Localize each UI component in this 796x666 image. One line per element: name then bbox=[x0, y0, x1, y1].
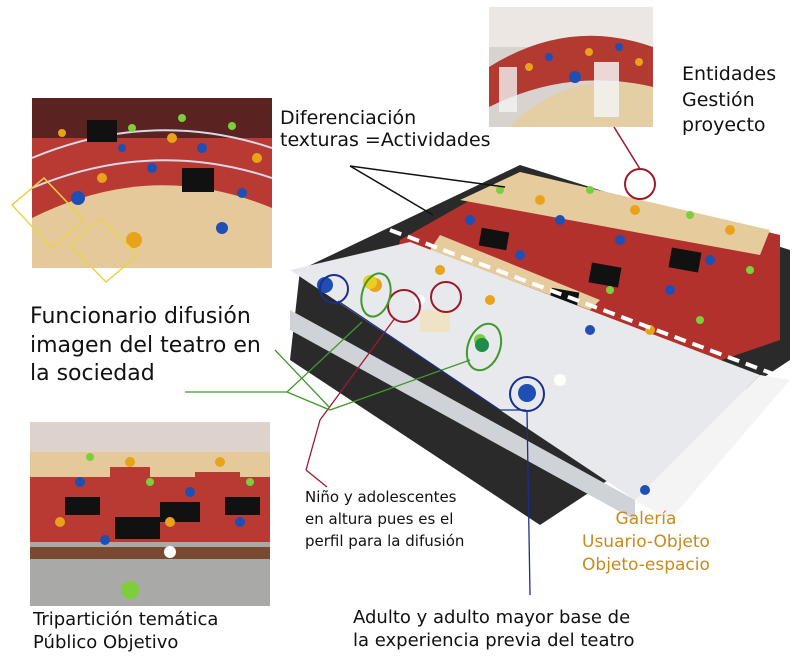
label-entidades-line1: Entidades bbox=[682, 63, 777, 85]
label-adulto-line2: la experiencia previa del teatro bbox=[353, 630, 635, 652]
label-funcionario-line1: Funcionario difusión bbox=[30, 304, 251, 329]
label-diferenciacion-line2: texturas =Actividades bbox=[280, 128, 491, 151]
photo-closeup-top-right bbox=[489, 7, 653, 127]
label-funcionario-line3: la sociedad bbox=[30, 361, 155, 387]
label-entidades-line2: Gestión bbox=[682, 88, 755, 111]
label-galeria-line3: Objeto-espacio bbox=[582, 554, 710, 575]
label-nino-line1: Niño y adolescentes bbox=[305, 488, 457, 506]
label-triparticion: Tripartición temática Público Objetivo bbox=[33, 608, 218, 655]
label-nino-line2: en altura pues es el bbox=[305, 509, 454, 528]
label-galeria-line1: Galería bbox=[615, 509, 677, 529]
label-adulto: Adulto y adulto mayor base de la experie… bbox=[353, 606, 635, 653]
label-funcionario-line2: imagen del teatro en bbox=[30, 332, 261, 358]
label-diferenciacion-line1: Diferenciación bbox=[280, 107, 417, 129]
label-adulto-line1: Adulto y adulto mayor base de bbox=[353, 607, 631, 628]
label-galeria: Galería Usuario-Objeto Objeto-espacio bbox=[582, 508, 710, 577]
label-nino: Niño y adolescentes en altura pues es el… bbox=[305, 487, 464, 552]
label-triparticion-line2: Público Objetivo bbox=[33, 632, 179, 654]
label-diferenciacion: Diferenciación texturas =Actividades bbox=[280, 107, 491, 152]
label-funcionario: Funcionario difusión imagen del teatro e… bbox=[30, 303, 261, 389]
photo-closeup-bottom-left bbox=[30, 422, 270, 606]
photo-closeup-top-left bbox=[32, 98, 272, 268]
label-entidades: Entidades Gestión proyecto bbox=[682, 62, 776, 139]
label-triparticion-line1: Tripartición temática bbox=[33, 609, 219, 630]
label-entidades-line3: proyecto bbox=[682, 114, 766, 137]
photo-main-model bbox=[290, 160, 796, 530]
label-nino-line3: perfil para la difusión bbox=[305, 531, 465, 550]
label-galeria-line2: Usuario-Objeto bbox=[582, 531, 710, 552]
